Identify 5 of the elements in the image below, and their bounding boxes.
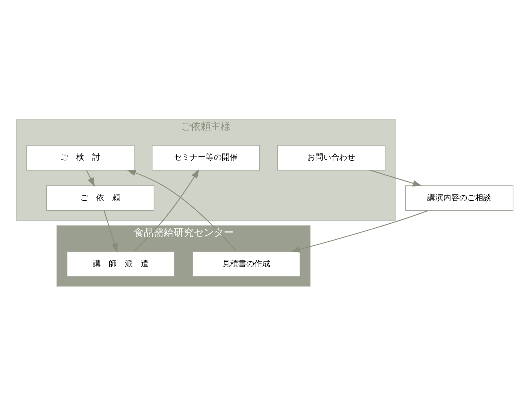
arrow (86, 170, 96, 187)
arrow (133, 169, 200, 252)
arrow (291, 210, 429, 253)
arrow (370, 170, 422, 187)
arrow (126, 170, 238, 252)
